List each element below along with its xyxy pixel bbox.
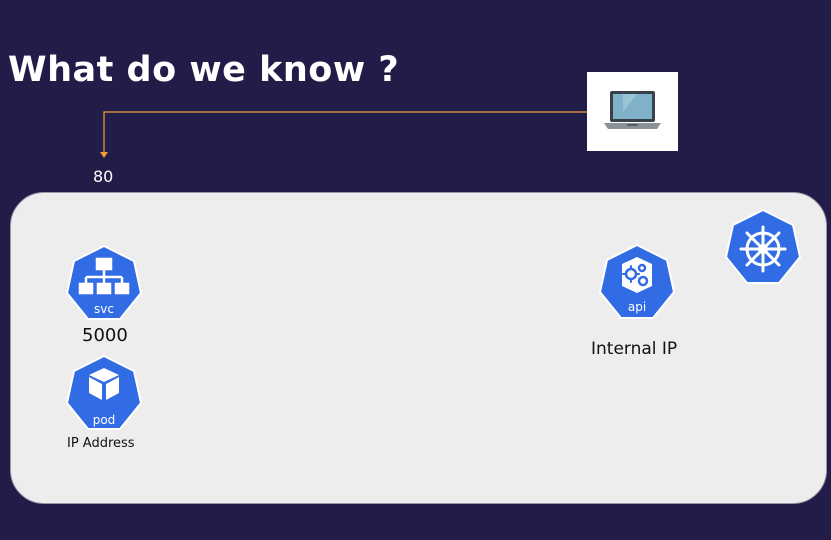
service-badge: svc bbox=[94, 302, 114, 316]
port-80-label: 80 bbox=[93, 167, 114, 186]
api-server-icon: api bbox=[598, 243, 676, 319]
client-laptop[interactable] bbox=[587, 72, 678, 151]
service-port-label: 5000 bbox=[82, 325, 128, 346]
pod-ip-label: IP Address bbox=[67, 436, 135, 451]
kubernetes-cluster bbox=[10, 192, 827, 504]
kubernetes-helm-icon bbox=[724, 208, 802, 284]
laptop-icon bbox=[604, 91, 661, 129]
page-title: What do we know ? bbox=[8, 50, 400, 90]
pod-badge: pod bbox=[93, 413, 116, 427]
api-internal-ip-label: Internal IP bbox=[591, 339, 678, 359]
pod-icon: pod bbox=[65, 354, 143, 430]
api-badge: api bbox=[628, 300, 646, 314]
service-icon: svc bbox=[65, 244, 143, 320]
